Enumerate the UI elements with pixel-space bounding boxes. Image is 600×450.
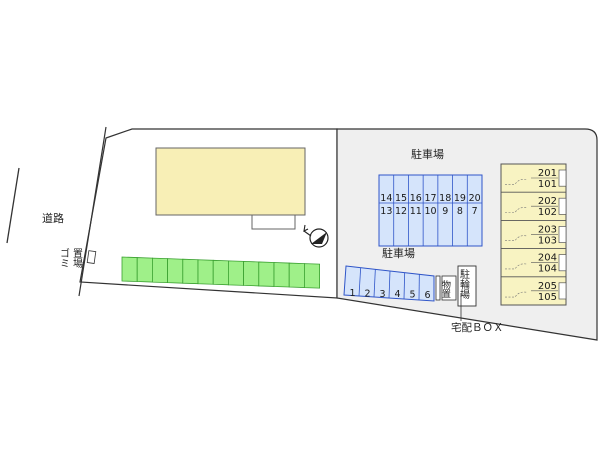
delivery-box-label: 宅配ＢＯＸ — [451, 321, 504, 334]
parking-space-number: 4 — [394, 289, 400, 300]
garbage-label-line1: ゴミ — [58, 247, 69, 268]
parking-space-number: 17 — [424, 193, 436, 204]
unit-number-upper: 203 — [538, 224, 557, 235]
unit-number-lower: 105 — [538, 292, 557, 303]
planting-cell — [121, 256, 138, 282]
parking-space-number: 7 — [472, 206, 478, 217]
unit-number-upper: 204 — [538, 253, 557, 264]
parking-space-number: 20 — [469, 193, 481, 204]
parking-space-number: 19 — [454, 193, 466, 204]
parking-space-number: 2 — [364, 288, 370, 299]
unit-number-upper: 202 — [538, 196, 557, 207]
planting-cell — [212, 259, 229, 286]
garbage-area: ゴミ 置場 — [58, 247, 97, 269]
planting-cell — [273, 262, 290, 288]
road-side-boundary — [78, 126, 107, 297]
parking-space-number: 16 — [410, 193, 422, 204]
parking-space-number: 1 — [349, 288, 355, 299]
planting-cell — [258, 261, 275, 287]
parking-space-number: 15 — [395, 193, 407, 204]
unit-number-lower: 104 — [538, 264, 557, 275]
planting-cell — [288, 262, 305, 288]
road-edge-line — [6, 167, 20, 244]
unit-number-lower: 101 — [538, 179, 557, 190]
planting-cell — [152, 257, 168, 284]
unit-number-upper: 205 — [538, 281, 557, 292]
unit-number-lower: 102 — [538, 207, 557, 218]
unit-number-upper: 201 — [538, 168, 557, 179]
road-label: 道路 — [42, 211, 64, 225]
parking-space-number: 13 — [380, 206, 392, 217]
parking-space-number: 11 — [410, 206, 422, 217]
garbage-label-line2: 置場 — [71, 248, 83, 269]
parking-space-number: 10 — [424, 206, 436, 217]
planting-cell — [304, 263, 320, 289]
parking-top-label: 駐車場 — [411, 147, 444, 161]
parking-space-number: 8 — [457, 206, 463, 217]
parking-space-number: 6 — [424, 290, 430, 301]
planting-cell — [243, 260, 260, 287]
neighbor-building-annex — [251, 214, 296, 230]
parking-space-number: 9 — [442, 206, 448, 217]
storage-label: 物置 — [440, 279, 451, 298]
unit-number-lower: 103 — [538, 235, 557, 246]
neighbor-building — [155, 147, 306, 216]
parking-space-number: 18 — [439, 193, 451, 204]
parking-space-number: 5 — [409, 290, 415, 301]
parking-space-number: 3 — [379, 289, 385, 300]
planting-cell — [228, 260, 244, 286]
planting-cell — [167, 258, 184, 284]
planting-cell — [136, 257, 153, 283]
parking-space-number: 12 — [395, 206, 407, 217]
parking-bottom-label: 駐車場 — [382, 246, 415, 260]
north-arrow-icon — [303, 224, 329, 248]
storage-shed: 物置 — [435, 275, 457, 301]
bicycle-parking: 駐輪場 — [458, 265, 477, 307]
planting-strip — [121, 256, 320, 289]
parking-space-number: 14 — [380, 193, 392, 204]
planting-cell — [197, 259, 214, 285]
parking-top-outline — [378, 174, 483, 247]
garbage-box — [86, 250, 97, 264]
planting-cell — [182, 258, 199, 285]
bicycle-label: 駐輪場 — [458, 268, 470, 300]
